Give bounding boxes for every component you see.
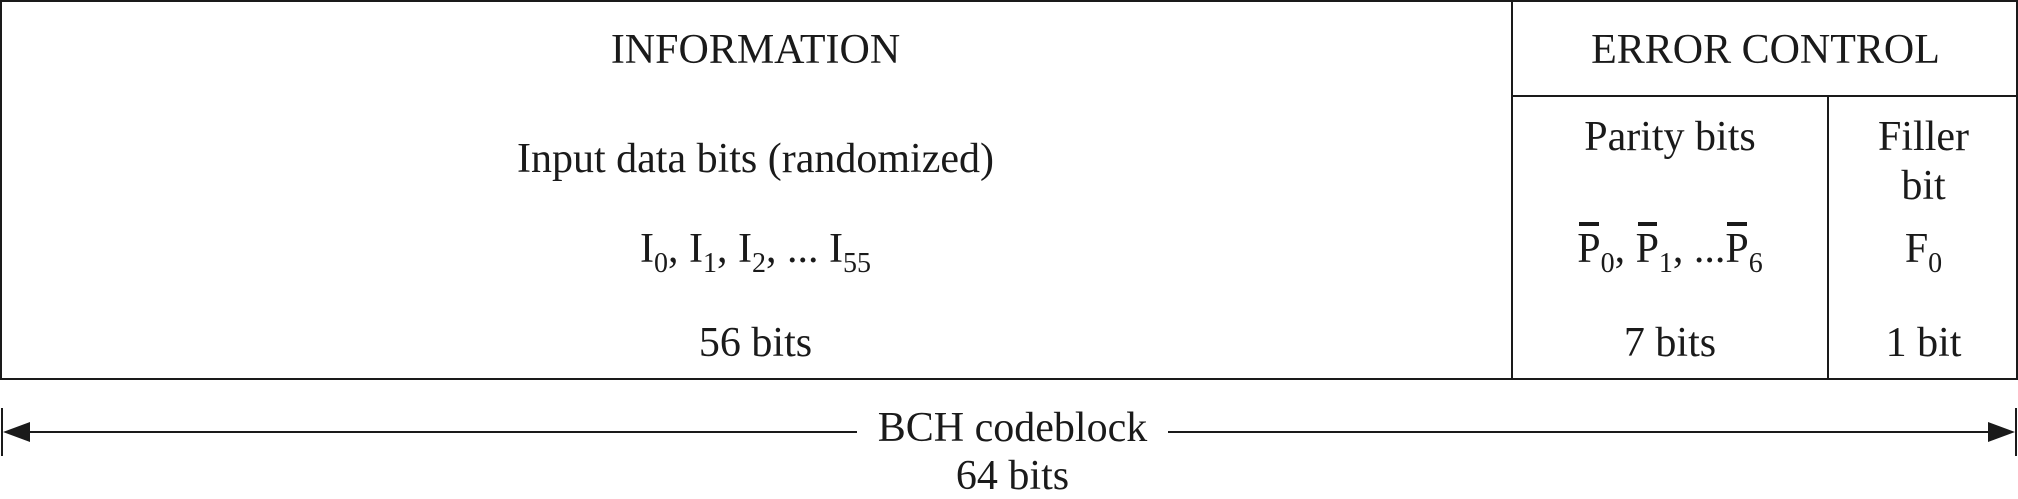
filler-bit-label-line1: Filler: [1878, 114, 1969, 160]
codeblock-size: 64 bits: [955, 453, 1070, 499]
parity-bits-sequence: P0, P1, ...P6: [1577, 222, 1763, 279]
codeblock-span-arrow: [1, 408, 2017, 456]
parity-bits-label: Parity bits: [1584, 114, 1756, 160]
codeblock-label: BCH codeblock: [877, 405, 1148, 451]
error-control-header: ERROR CONTROL: [1591, 27, 1940, 73]
filler-bit-symbol: F0: [1904, 226, 1943, 279]
info-error-divider: [1511, 0, 1513, 380]
information-header: INFORMATION: [610, 27, 901, 73]
parity-filler-divider: [1827, 95, 1829, 380]
input-data-description: Input data bits (randomized): [516, 136, 994, 182]
error-control-header-divider: [1511, 95, 2018, 97]
input-data-sequence: I0, I1, I2, ... I55: [640, 226, 871, 279]
information-size: 56 bits: [698, 320, 813, 366]
filler-bit-label-line2: bit: [1901, 163, 1946, 209]
left-arrowhead: [3, 422, 30, 442]
codeblock-frame: [0, 0, 2018, 380]
parity-bits-size: 7 bits: [1623, 320, 1717, 366]
filler-bit-size: 1 bit: [1885, 320, 1962, 366]
right-arrowhead: [1988, 422, 2015, 442]
